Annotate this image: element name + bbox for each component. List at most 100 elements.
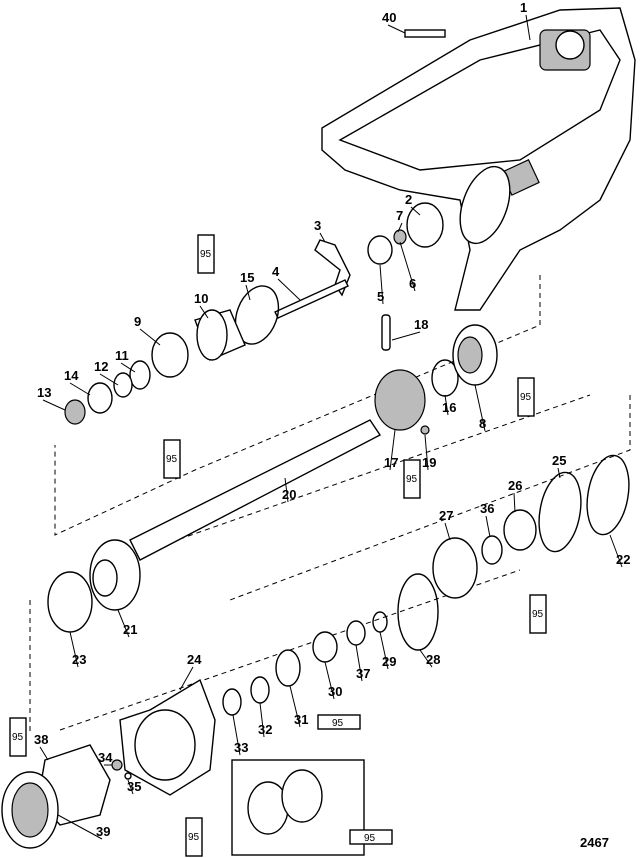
callout-32: 32 (258, 722, 272, 737)
part-20 (129, 419, 382, 561)
callout-21: 21 (123, 622, 137, 637)
guide-lines (29, 275, 631, 735)
sealant-label: 95 (332, 718, 344, 729)
callout-25: 25 (552, 453, 566, 468)
callout-38: 38 (34, 732, 48, 747)
callout-24: 24 (187, 652, 202, 667)
sealant-label: 95 (532, 609, 544, 620)
leader-line-3 (319, 232, 326, 243)
callout-34: 34 (98, 750, 113, 765)
part-5 (367, 235, 393, 265)
leader-line-33 (232, 714, 241, 756)
callout-1: 1 (520, 0, 527, 15)
sealant-tube-icon: 95 (349, 829, 393, 845)
part-36 (481, 535, 503, 565)
leader-line-20 (284, 477, 289, 503)
part-34 (111, 759, 123, 771)
sealant-tube-icon: 95 (317, 714, 361, 730)
callout-40: 40 (382, 10, 396, 25)
callout-37: 37 (356, 666, 370, 681)
part-10-face (196, 309, 228, 361)
callout-2: 2 (405, 192, 412, 207)
callout-8: 8 (479, 416, 486, 431)
callout-27: 27 (439, 508, 453, 523)
leader-line-31 (289, 685, 301, 728)
part-26 (503, 509, 537, 551)
callout-14: 14 (64, 368, 79, 383)
leader-line-9 (139, 328, 161, 346)
callout-36: 36 (480, 501, 494, 516)
leader-line-6 (399, 241, 416, 292)
leader-line-29 (379, 631, 389, 670)
callout-29: 29 (382, 654, 396, 669)
callout-39: 39 (96, 824, 110, 839)
leader-line-36 (485, 515, 491, 538)
callout-18: 18 (414, 317, 428, 332)
leader-lines (39, 14, 623, 840)
callout-12: 12 (94, 359, 108, 374)
part-7 (393, 229, 407, 245)
sealant-tube-icon: 95 (163, 439, 181, 479)
gear-housing (321, 7, 636, 311)
sealant-tube-icon: 95 (529, 594, 547, 634)
part-2 (406, 202, 444, 248)
leader-line-11 (120, 362, 136, 373)
part-4 (274, 279, 349, 319)
leader-line-35 (127, 779, 134, 795)
sealant-label: 95 (364, 833, 376, 844)
callout-4: 4 (272, 264, 280, 279)
callout-9: 9 (134, 314, 141, 329)
leader-line-12 (99, 373, 119, 386)
part-37 (346, 620, 366, 646)
callout-13: 13 (37, 385, 51, 400)
leader-line-23 (69, 631, 79, 668)
callout-16: 16 (442, 400, 456, 415)
part-14 (87, 382, 113, 414)
callout-33: 33 (234, 740, 248, 755)
leader-line-19 (424, 434, 429, 471)
sealant-tube-icon: 95 (185, 817, 203, 857)
part-30 (312, 631, 338, 663)
part-19 (420, 425, 430, 435)
sealant-tube-icon: 95 (9, 717, 27, 757)
callout-3: 3 (314, 218, 321, 233)
part-25 (538, 471, 582, 553)
leader-line-38 (39, 746, 49, 761)
callout-7: 7 (396, 208, 403, 223)
part-9 (151, 332, 189, 378)
leader-line-21 (117, 609, 130, 638)
leader-line-7 (397, 222, 403, 233)
sealant-label: 95 (12, 732, 24, 743)
sealant-label: 95 (406, 474, 418, 485)
callout-15: 15 (240, 270, 254, 285)
callout-19: 19 (422, 455, 436, 470)
part-32-detail (281, 769, 323, 823)
leader-line-25 (557, 467, 561, 479)
part-29 (372, 611, 388, 633)
leader-line-10 (199, 305, 209, 319)
leader-line-18 (391, 331, 421, 341)
part-22 (586, 454, 630, 536)
part-27 (432, 537, 478, 599)
leader-line-17 (389, 429, 396, 471)
leader-line-2 (410, 206, 421, 216)
callout-28: 28 (426, 652, 440, 667)
part-18 (381, 314, 391, 351)
leader-line-8 (474, 384, 486, 432)
part-32 (250, 676, 270, 704)
callout-23: 23 (72, 652, 86, 667)
sealant-label: 95 (166, 454, 178, 465)
part-12 (113, 372, 133, 398)
leader-line-4 (277, 278, 301, 301)
parts (1, 202, 630, 856)
part-33 (222, 688, 242, 716)
sealant-tube-icon: 95 (403, 459, 421, 499)
leader-line-30 (324, 661, 335, 700)
callout-26: 26 (508, 478, 522, 493)
leader-line-14 (69, 382, 91, 396)
part-17 (374, 369, 426, 431)
sealant-label: 95 (200, 249, 212, 260)
